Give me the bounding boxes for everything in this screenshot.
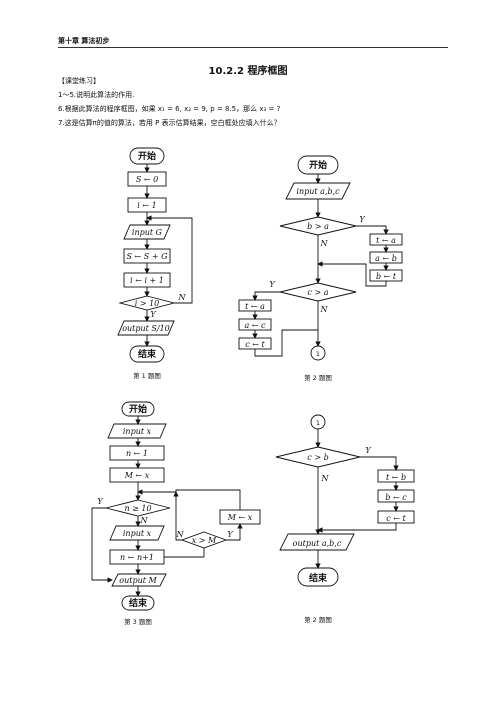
fig1-input-label: input G <box>132 228 163 237</box>
fig2a-input-box <box>285 182 351 200</box>
fig2b-swap-c-label: c ← t <box>386 514 406 523</box>
question-1: 1～5.说明此算法的作用. <box>58 91 135 99</box>
fig3-init-m-label: M ← x <box>124 471 150 480</box>
fig3-start-label: 开始 <box>129 403 147 415</box>
fig3-init-m-box <box>109 467 165 483</box>
fig2b-end-label: 结束 <box>309 572 328 584</box>
fig1-cond-label: i > 10 <box>135 299 160 308</box>
chapter-header: 第十章 算法初步 <box>58 37 110 45</box>
fig3-no-x-label: N <box>176 530 185 539</box>
question-6: 6.根据此算法的程序框图，如果 x₁ = 6, x₂ = 9, p = 8.5，… <box>58 105 281 113</box>
fig3-inc-n-label: n ← n+1 <box>120 553 154 562</box>
fig1-input-box <box>123 224 171 240</box>
fig2a-connector-label: 1 <box>316 350 320 358</box>
fig3-no-n-label: N <box>140 516 149 525</box>
fig2a-start-label: 开始 <box>309 159 327 171</box>
question-7: 7.这是估算π的值的算法，若用 P 表示估算结果，空白框处应填入什么？ <box>58 119 281 127</box>
fig3-cond-x-label: x > M <box>192 536 217 545</box>
fig2a-yes2-label: Y <box>269 280 275 289</box>
fig2b-caption: 第 2 题图 <box>304 615 332 624</box>
fig2a-connector <box>310 345 326 361</box>
fig3-input-x2-box <box>109 525 165 541</box>
fig2a-no1-label: N <box>320 239 329 248</box>
fig3-end-label: 结束 <box>129 597 148 609</box>
figure-1 <box>117 147 193 363</box>
fig3-yes-n-label: Y <box>97 497 103 506</box>
fig2a-swap1-c-label: b ← t <box>376 272 397 281</box>
fig1-end-terminal <box>129 345 165 363</box>
fig2a-caption: 第 2 题图 <box>304 373 332 382</box>
fig2b-yes-label: Y <box>365 446 371 455</box>
header-rule <box>58 47 448 48</box>
fig1-start-label: 开始 <box>138 150 156 162</box>
fig2a-cond1-label: b > a <box>307 222 329 231</box>
fig1-no-label: N <box>178 293 187 302</box>
fig3-input-x-label: input x <box>123 427 152 436</box>
exercise-heading: 【课堂练习】 <box>58 77 100 85</box>
fig2a-swap2-c-label: c ← t <box>245 340 265 349</box>
fig3-yes-x-label: Y <box>227 530 233 539</box>
fig1-init-i-label: i ← 1 <box>137 201 156 210</box>
fig2b-output-label: output a,b,c <box>293 539 342 548</box>
fig1-update-i-label: i ← i + 1 <box>130 276 164 285</box>
fig3-input-x-box <box>107 423 167 439</box>
fig3-assign-m-label: M ← x <box>227 513 253 522</box>
fig1-output-box <box>117 320 175 336</box>
fig2a-swap2-a-label: t ← a <box>245 302 265 311</box>
fig1-init-s-label: S ← 0 <box>136 175 158 184</box>
page-title: 10.2.2 程序框图 <box>208 66 288 77</box>
fig2a-swap2-b-label: a ← c <box>244 321 266 330</box>
fig1-update-s-label: S ← S + G <box>127 252 169 261</box>
fig2a-swap1-b-label: a ← b <box>375 254 397 263</box>
fig3-init-n-label: n ← 1 <box>126 449 148 458</box>
fig2b-end-terminal <box>297 567 339 587</box>
figure-2b <box>275 414 415 587</box>
fig3-input-x2-label: input x <box>123 529 152 538</box>
fig2b-cond-label: c > b <box>307 453 328 462</box>
fig2b-no-label: N <box>321 474 330 483</box>
fig2a-swap1-a-label: t ← a <box>376 236 396 245</box>
figure-3 <box>91 401 261 611</box>
fig3-init-n-box <box>109 445 165 461</box>
fig3-output-box <box>111 573 167 587</box>
fig3-caption: 第 3 题图 <box>124 617 152 626</box>
fig3-output-label: output M <box>119 576 157 585</box>
fig3-cond-n-label: n ≥ 10 <box>124 504 151 513</box>
fig2b-swap-b-label: b ← c <box>385 493 407 502</box>
fig2a-cond2-label: c > a <box>307 288 328 297</box>
fig2a-input-label: input a,b,c <box>296 187 340 196</box>
fig2b-swap-a-label: t ← b <box>386 473 406 482</box>
fig1-end-label: 结束 <box>138 348 157 360</box>
fig2b-output-box <box>279 533 355 551</box>
fig2a-yes1-label: Y <box>359 215 365 224</box>
fig3-end-terminal <box>121 595 155 611</box>
fig2b-connector-label: 1 <box>316 419 320 427</box>
fig1-yes-label: Y <box>150 310 156 319</box>
figure-2a <box>238 155 403 361</box>
fig1-caption: 第 1 题图 <box>133 371 161 380</box>
fig1-output-label: output S/10 <box>122 324 170 333</box>
fig2a-no2-label: N <box>320 305 329 314</box>
